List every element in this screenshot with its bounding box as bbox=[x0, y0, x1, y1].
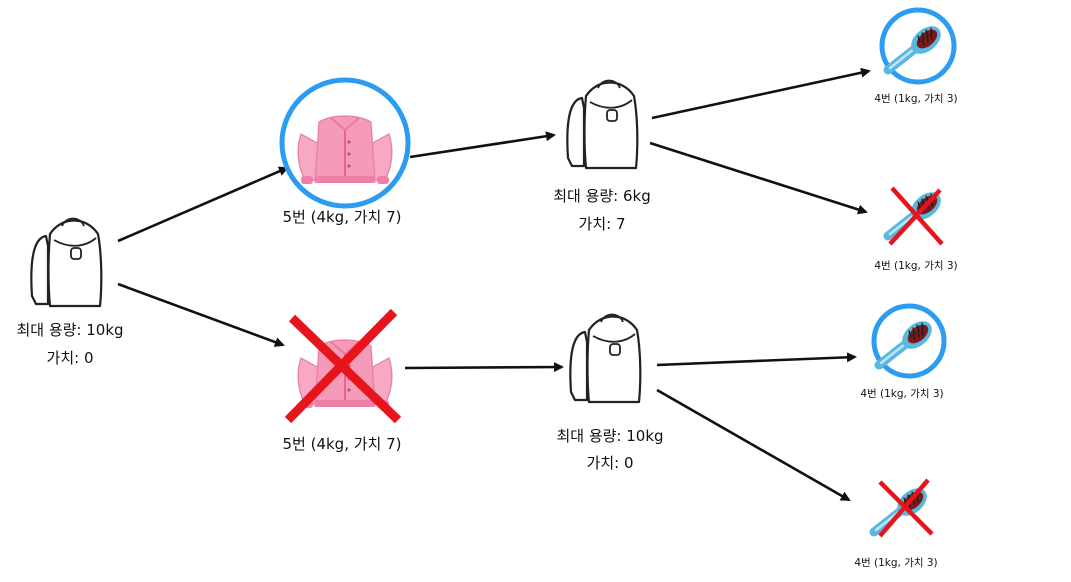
brush-icon bbox=[879, 316, 937, 365]
edge-bag-lower-to-brush-3 bbox=[656, 352, 857, 367]
jacket-icon bbox=[297, 115, 393, 185]
edge-jacket-yes-to-bag-upper bbox=[409, 131, 556, 159]
rejected-cross-icon bbox=[284, 308, 402, 424]
backpack-icon bbox=[566, 79, 639, 170]
root-capacity-label: 최대 용량: 10kg bbox=[16, 321, 123, 339]
bag-upper-value-label: 가치: 7 bbox=[579, 215, 626, 233]
brush-4-label: 4번 (1kg, 가치 3) bbox=[854, 557, 937, 569]
edge-jacket-no-to-bag-lower bbox=[404, 362, 564, 373]
node-brush-1: 4번 (1kg, 가치 3) bbox=[874, 7, 958, 105]
node-jacket-yes: 5번 (4kg, 가치 7) bbox=[279, 77, 411, 226]
selected-ring bbox=[879, 7, 957, 85]
selected-ring bbox=[871, 303, 947, 379]
node-bag-lower: 최대 용량: 10kg 가치: 0 bbox=[556, 313, 664, 472]
backpack-icon bbox=[569, 313, 642, 404]
edge-root-to-jacket-yes bbox=[117, 166, 289, 243]
bag-lower-value-label: 가치: 0 bbox=[587, 454, 634, 472]
jacket-no-label: 5번 (4kg, 가치 7) bbox=[282, 435, 401, 453]
jacket-yes-label: 5번 (4kg, 가치 7) bbox=[282, 208, 401, 226]
rejected-cross-icon bbox=[888, 186, 944, 246]
node-jacket-no: 5번 (4kg, 가치 7) bbox=[282, 308, 402, 453]
bag-lower-capacity-label: 최대 용량: 10kg bbox=[556, 427, 663, 445]
node-bag-upper: 최대 용량: 6kg 가치: 7 bbox=[553, 79, 651, 233]
node-brush-3: 4번 (1kg, 가치 3) bbox=[860, 303, 947, 400]
brush-3-label: 4번 (1kg, 가치 3) bbox=[860, 388, 943, 400]
node-brush-4: 4번 (1kg, 가치 3) bbox=[854, 478, 938, 569]
rejected-cross-icon bbox=[878, 478, 934, 538]
edge-bag-lower-to-brush-4 bbox=[656, 388, 851, 502]
node-brush-2: 4번 (1kg, 가치 3) bbox=[874, 186, 958, 272]
brush-icon bbox=[888, 21, 946, 70]
brush-2-label: 4번 (1kg, 가치 3) bbox=[874, 260, 957, 272]
bag-upper-capacity-label: 최대 용량: 6kg bbox=[553, 187, 651, 205]
node-root: 최대 용량: 10kg 가치: 0 bbox=[16, 217, 124, 367]
brush-1-label: 4번 (1kg, 가치 3) bbox=[874, 93, 957, 105]
edge-bag-upper-to-brush-1 bbox=[651, 67, 871, 120]
edge-bag-upper-to-brush-2 bbox=[649, 141, 868, 215]
root-value-label: 가치: 0 bbox=[47, 349, 94, 367]
backpack-icon bbox=[30, 217, 103, 308]
edge-root-to-jacket-no bbox=[117, 282, 285, 347]
selected-ring bbox=[279, 77, 411, 209]
